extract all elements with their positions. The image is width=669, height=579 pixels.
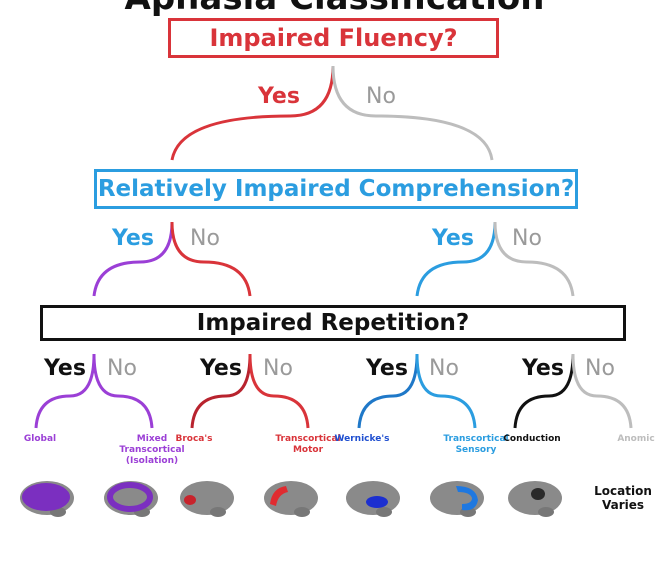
branch-left-comp-no — [170, 221, 252, 297]
rep-2-yes-label: Yes — [200, 356, 242, 381]
branch-rep-4-yes — [513, 353, 575, 429]
right-comp-yes-label: Yes — [432, 226, 474, 251]
type-label-transcortical-sensory: Transcortical Sensory — [443, 434, 509, 455]
diagram-title: Aphasia Classification — [0, 0, 669, 18]
type-label-global: Global — [23, 434, 57, 444]
comprehension-question-box: Relatively Impaired Comprehension? — [94, 169, 578, 209]
left-comp-no-label: No — [190, 226, 220, 251]
type-label-wernickes: Wernicke's — [334, 434, 390, 444]
branch-rep-3-yes — [357, 353, 419, 429]
rep-3-yes-label: Yes — [366, 356, 408, 381]
type-label-conduction: Conduction — [503, 434, 561, 444]
type-label-brocas: Broca's — [175, 434, 213, 444]
rep-4-no-label: No — [585, 356, 615, 381]
brain-transcortical-sensory-icon — [430, 481, 484, 517]
branch-rep-3-no — [415, 353, 477, 429]
brain-mixed-transcortical-icon — [104, 481, 158, 517]
branch-rep-1-no — [92, 353, 154, 429]
type-label-mixed-transcortical: Mixed Transcortical (Isolation) — [119, 434, 185, 466]
branch-rep-1-yes — [34, 353, 96, 429]
repetition-question-box: Impaired Repetition? — [40, 305, 626, 341]
rep-1-yes-label: Yes — [44, 356, 86, 381]
fluency-question-box: Impaired Fluency? — [168, 18, 499, 58]
anomic-location-text: Location Varies — [594, 484, 652, 512]
branch-left-comp-yes — [92, 221, 174, 297]
rep-2-no-label: No — [263, 356, 293, 381]
branch-right-comp-no — [493, 221, 575, 297]
branch-fluency-no — [331, 65, 494, 161]
brain-conduction-icon — [508, 481, 562, 517]
branch-right-comp-yes — [415, 221, 497, 297]
branch-rep-2-yes — [190, 353, 252, 429]
fluency-no-label: No — [366, 84, 396, 109]
type-label-anomic: Anomic — [617, 434, 655, 444]
brain-brocas-icon — [180, 481, 234, 517]
branch-rep-4-no — [571, 353, 633, 429]
fluency-yes-label: Yes — [258, 84, 300, 109]
brain-wernickes-icon — [346, 481, 400, 517]
rep-4-yes-label: Yes — [522, 356, 564, 381]
brain-global-icon — [20, 481, 74, 517]
branch-rep-2-no — [248, 353, 310, 429]
rep-3-no-label: No — [429, 356, 459, 381]
left-comp-yes-label: Yes — [112, 226, 154, 251]
rep-1-no-label: No — [107, 356, 137, 381]
type-label-transcortical-motor: Transcortical Motor — [275, 434, 341, 455]
right-comp-no-label: No — [512, 226, 542, 251]
brain-transcortical-motor-icon — [264, 481, 318, 517]
branch-fluency-yes — [170, 65, 335, 161]
